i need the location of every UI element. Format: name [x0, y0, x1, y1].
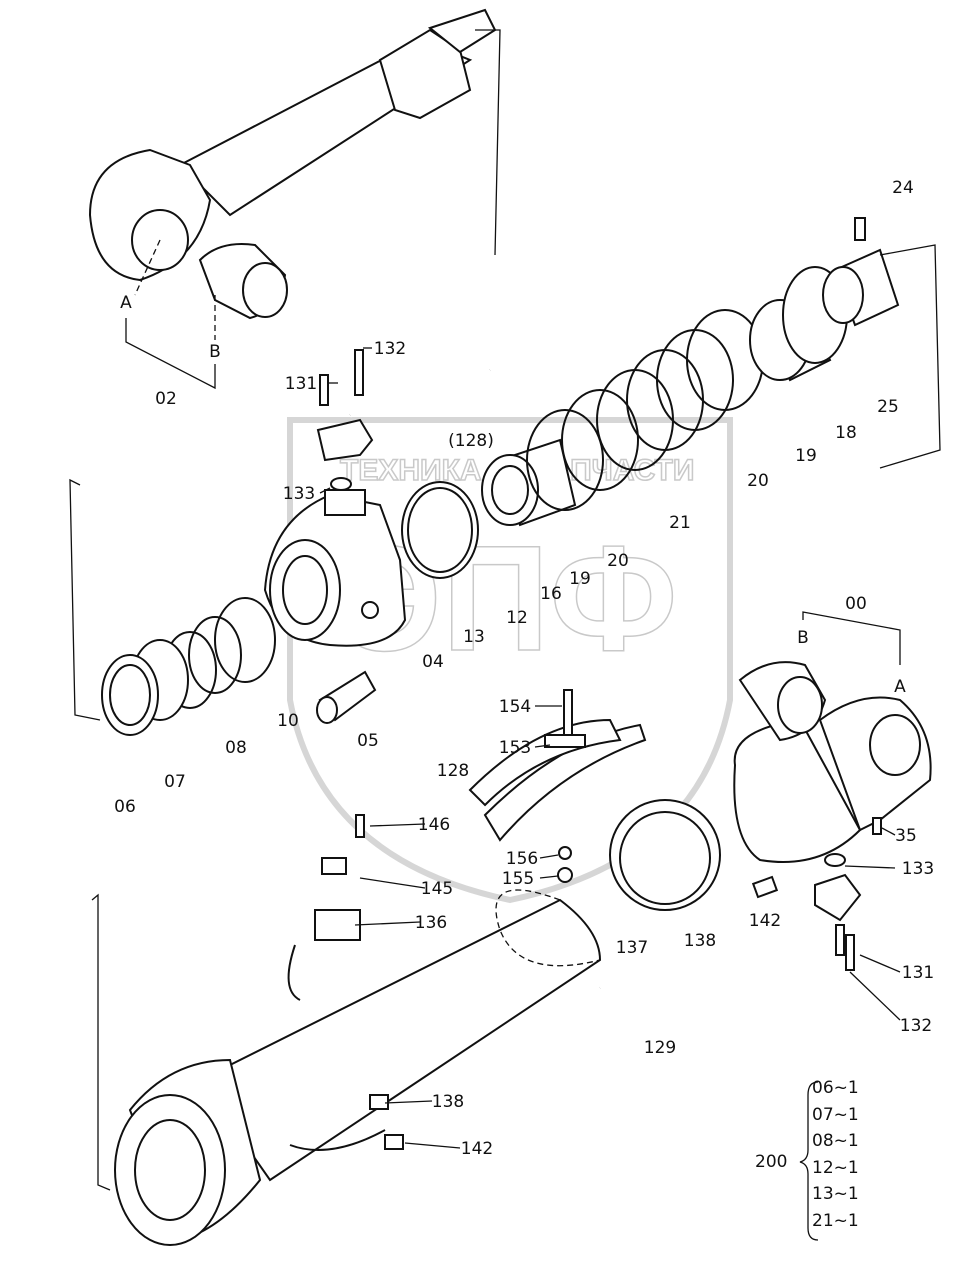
nut-25 [822, 217, 900, 327]
label-128: 128 [437, 761, 469, 781]
label-142-bottom: 142 [461, 1139, 493, 1159]
label-02: 02 [155, 389, 177, 409]
kit-item: 07~1 [812, 1105, 859, 1125]
label-131: 131 [285, 374, 317, 394]
label-B-top: B [209, 342, 221, 362]
watermark-text-1: ТЕХНИКА [340, 454, 482, 487]
label-13: 13 [463, 627, 485, 647]
label-07: 07 [164, 772, 186, 792]
part-labels: 24 132 131 02 A B (128) 133 25 18 19 20 … [114, 178, 934, 1159]
label-19-lower: 19 [569, 569, 591, 589]
label-20-lower: 20 [607, 551, 629, 571]
label-138-bottom: 138 [432, 1092, 464, 1112]
kit-item: 13~1 [812, 1184, 859, 1204]
leader-rod [475, 29, 501, 256]
bottom-rod-end [733, 661, 932, 863]
label-20: 20 [747, 471, 769, 491]
label-145: 145 [421, 879, 453, 899]
label-04: 04 [422, 652, 444, 672]
hose-128 [468, 689, 647, 842]
piston-16 [481, 438, 577, 527]
kit-item: 06~1 [812, 1078, 859, 1098]
label-05: 05 [357, 731, 379, 751]
label-156: 156 [506, 849, 538, 869]
label-06: 06 [114, 797, 136, 817]
band-137 [609, 799, 721, 911]
clamp-138 [289, 1094, 404, 1151]
watermark-shield [287, 417, 733, 904]
label-137: 137 [616, 938, 648, 958]
label-128-paren: (128) [448, 431, 494, 451]
cylinder-head [263, 489, 407, 647]
label-18: 18 [835, 423, 857, 443]
label-131-right: 131 [902, 963, 934, 983]
rings-12-13 [401, 481, 479, 579]
leader-25 [879, 244, 941, 469]
label-154: 154 [499, 697, 531, 717]
leader-left [69, 478, 101, 721]
screw-05 [316, 670, 377, 724]
label-12: 12 [506, 608, 528, 628]
bracket-00 [802, 611, 901, 665]
kit-200: 200 06~1 07~1 08~1 12~1 13~1 21~1 [755, 1078, 859, 1241]
hose-128-top [316, 349, 491, 491]
label-129: 129 [644, 1038, 676, 1058]
label-138: 138 [684, 931, 716, 951]
cylinder-tube [114, 889, 602, 1246]
kit-item: 21~1 [812, 1211, 859, 1231]
label-08: 08 [225, 738, 247, 758]
label-146: 146 [418, 815, 450, 835]
label-136: 136 [415, 913, 447, 933]
kit-number: 200 [755, 1152, 787, 1172]
label-00: 00 [845, 594, 867, 614]
leader-lines [319, 347, 901, 1149]
nut-155 [557, 867, 573, 883]
hose-129 [599, 817, 882, 992]
leader-tube [91, 893, 111, 1191]
kit-item: 12~1 [812, 1158, 859, 1178]
label-132: 132 [374, 339, 406, 359]
bolt-142 [751, 875, 779, 899]
label-155: 155 [502, 869, 534, 889]
label-133-right: 133 [902, 859, 934, 879]
label-10: 10 [277, 711, 299, 731]
kit-item: 08~1 [812, 1131, 859, 1151]
label-35: 35 [895, 826, 917, 846]
bracket-02 [125, 318, 216, 390]
label-142: 142 [749, 911, 781, 931]
label-A-top: A [120, 293, 132, 313]
bushing-top [198, 243, 288, 340]
label-B-right: B [797, 628, 809, 648]
piston-rod [88, 8, 497, 296]
label-19: 19 [795, 446, 817, 466]
label-133: 133 [283, 484, 315, 504]
seals-06-10 [101, 597, 276, 736]
label-25: 25 [877, 397, 899, 417]
label-A-right: A [894, 677, 906, 697]
washer-156 [558, 846, 572, 860]
label-21: 21 [669, 513, 691, 533]
label-132-right: 132 [900, 1016, 932, 1036]
label-153: 153 [499, 738, 531, 758]
label-24: 24 [892, 178, 914, 198]
clamp-136 [287, 814, 365, 1001]
label-16: 16 [540, 584, 562, 604]
kit-brace [799, 1081, 819, 1241]
